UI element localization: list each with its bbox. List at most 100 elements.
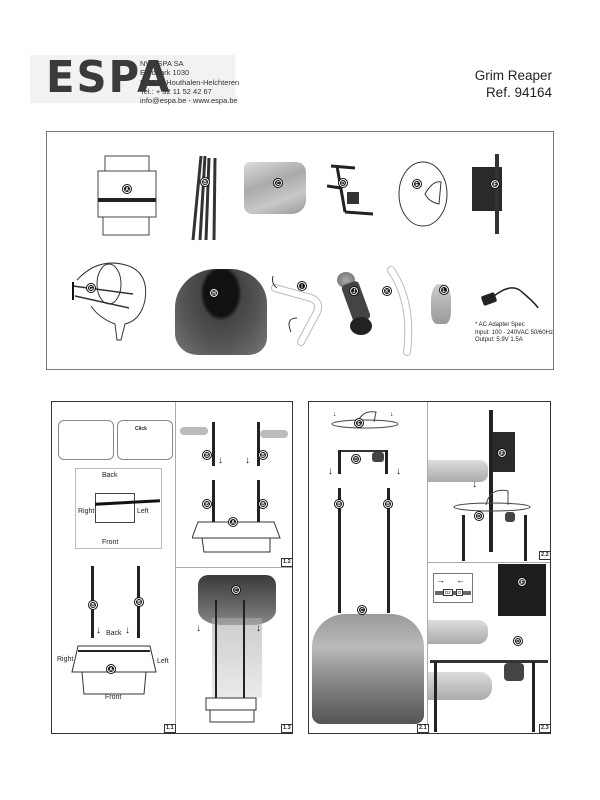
step-2-1-pole-right	[387, 488, 390, 613]
part-badge-b: B	[200, 177, 210, 187]
divider	[427, 402, 428, 733]
adapter-spec: * AC Adapter Spec Input: 100 - 240VAC 50…	[475, 322, 553, 345]
step-2-2-pole-right	[524, 515, 527, 561]
step-number-1-2: 1.2	[281, 558, 293, 567]
part-badge-k: K	[382, 286, 392, 296]
step-number-1-1: 1.1	[164, 724, 176, 733]
part-badge-f: F	[517, 577, 527, 587]
step-2-3-pole-right	[532, 662, 535, 732]
inset-left-label: Left	[137, 508, 149, 515]
part-badge-b: B	[258, 450, 268, 460]
part-badge-d: D	[474, 511, 484, 521]
step-1-1-inset	[75, 468, 162, 549]
inset-back-label: Back	[102, 472, 118, 479]
part-g-head-frame-illustration	[72, 262, 147, 341]
part-badge-c: C	[273, 178, 283, 188]
step-1-3-pole-left	[215, 600, 217, 700]
part-k-arm-illustration	[387, 266, 413, 356]
step-2-1-motor-frame	[338, 450, 388, 452]
espa-logo: ESPA	[46, 52, 172, 103]
step-2-1-frame-leg-right	[385, 450, 388, 474]
back-label: Back	[106, 630, 122, 637]
part-badge-d: D	[338, 178, 348, 188]
company-name: NV ESPA SA	[140, 59, 184, 68]
assembly-group-1	[51, 401, 293, 734]
step-2-3-ring	[430, 660, 548, 663]
adapter-spec-input: Input: 100 - 240VAC 50/60Hz	[475, 329, 553, 336]
part-i-arm-illustration	[271, 275, 323, 346]
part-badge-d: D	[513, 636, 523, 646]
step-2-2-ring-illustration	[453, 489, 531, 512]
step-2-2-motor	[505, 512, 515, 522]
divider	[428, 562, 550, 563]
step-1-1-base-illustration	[71, 645, 157, 695]
part-a-base-illustration	[97, 155, 157, 236]
part-badge-b: B	[383, 499, 393, 509]
divider	[175, 402, 176, 733]
connector-label-d: D	[456, 589, 464, 596]
step-number-1-3: 1.3	[281, 724, 293, 733]
part-badge-c: C	[357, 605, 367, 615]
part-c-robe-illustration	[244, 162, 306, 214]
step-1-3-robe-illustration	[198, 575, 276, 625]
inset-right-label: Right	[78, 508, 95, 515]
step-2-1-frame-leg-left	[338, 450, 341, 474]
step-2-3-hand-lower	[428, 672, 492, 700]
front-label: Front	[105, 694, 122, 701]
connector-label-d2: D2	[443, 589, 453, 596]
step-2-2-hand	[428, 460, 488, 482]
part-b-poles-illustration	[191, 155, 217, 241]
part-badge-a: A	[106, 664, 116, 674]
down-arrow-icon: ↓	[333, 411, 337, 418]
part-badge-b: B	[258, 499, 268, 509]
left-label: Left	[157, 658, 169, 665]
product-name: Grim Reaper	[474, 68, 552, 83]
down-arrow-icon: ↓	[125, 625, 130, 636]
part-j-speaker-cone	[350, 317, 372, 335]
step-2-3-hand-upper	[428, 620, 488, 644]
part-badge-c: C	[231, 585, 241, 595]
inset-base	[95, 493, 135, 523]
part-badge-d: D	[351, 454, 361, 464]
parts-list-box: A B C D E F G H I	[46, 131, 554, 370]
step-1-3-pole-right	[243, 600, 245, 700]
part-f-pole	[495, 154, 499, 234]
step-1-2-pole-lower-right	[257, 480, 260, 526]
down-arrow-icon: ↓	[396, 466, 401, 477]
part-badge-j: J	[349, 286, 359, 296]
part-d-motor-frame-illustration	[327, 164, 374, 216]
step-2-2-pole-left	[462, 515, 465, 561]
step-2-3-pole-left	[434, 662, 437, 732]
connector-wire	[435, 591, 471, 595]
step-number-2-2: 2.2	[539, 551, 551, 560]
step-2-3-control-box	[498, 564, 546, 616]
step-1-2-pole-lower-left	[212, 480, 215, 526]
company-city: B-3530 Houthalen-Helchteren	[140, 77, 240, 87]
logo-band	[30, 55, 235, 103]
adapter-spec-output: Output: 5.9V 1.5A	[475, 337, 523, 343]
connector-inset	[433, 573, 473, 603]
product-reference: Ref. 94164	[485, 85, 552, 100]
adapter-spec-title: * AC Adapter Spec	[475, 322, 525, 328]
part-e-ring-illustration	[398, 161, 448, 227]
right-label: Right	[57, 656, 74, 663]
step-1-3-base-illustration	[205, 697, 257, 723]
part-badge-b: B	[134, 597, 144, 607]
step-1-2-pole-upper-left	[212, 422, 215, 466]
part-badge-e: E	[412, 179, 422, 189]
down-arrow-icon: ↓	[472, 479, 477, 490]
step-2-1-pole-left	[338, 488, 341, 613]
divider	[176, 567, 292, 568]
step-2-1-robe-illustration	[312, 614, 424, 724]
step-1-1-click-illustration-b	[117, 420, 173, 460]
step-number-2-3: 2.3	[539, 724, 551, 733]
company-street: Europark 1030	[140, 68, 190, 78]
part-badge-e: E	[354, 418, 364, 428]
arrow-left-icon: ←	[456, 575, 465, 585]
part-badge-a: A	[122, 184, 132, 194]
down-arrow-icon: ↓	[390, 411, 394, 418]
click-label: Click	[135, 426, 147, 432]
part-badge-b: B	[334, 499, 344, 509]
part-l-hand-illustration	[431, 284, 451, 324]
part-h-hood-illustration	[175, 269, 267, 355]
